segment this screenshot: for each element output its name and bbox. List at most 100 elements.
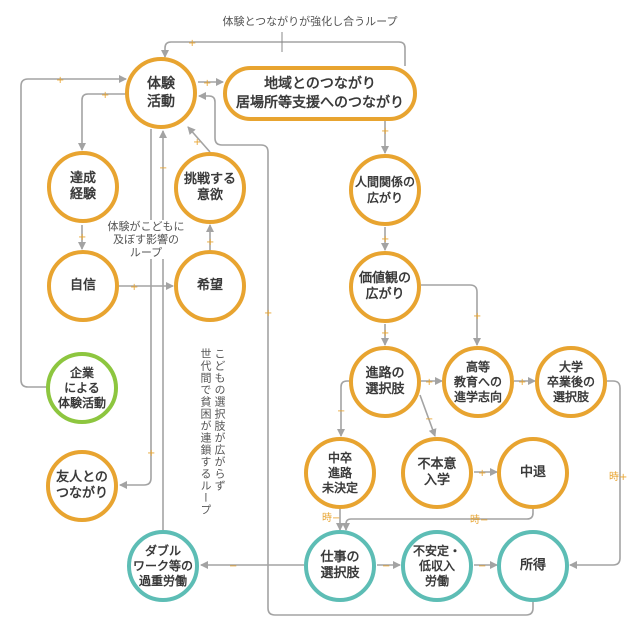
edge-sign: + [56,75,64,86]
edge-sign: + [130,282,138,293]
edge-sign: + [147,448,155,459]
edge-sign: 時− [470,514,488,526]
node-label: 進学志向 [453,389,502,404]
node-label: 活動 [147,94,175,110]
edge-sign: + [381,328,389,339]
node-label: 人間関係の [354,175,415,189]
edge-shigoto-fuantei: − [377,561,401,572]
node-label: 達成 [69,171,96,186]
node-label: 過重労働 [138,573,187,588]
node-label: 大学 [558,359,583,374]
node-shinro-sentakushi: 進路の選択肢 [349,346,421,418]
node-label: 挑戦する [183,172,236,187]
loop-label-line: 世代間で貧困が連鎖するループ [199,348,212,516]
edge-sign: + [478,468,486,479]
node-label: 不本意 [417,457,457,472]
node-label: つながり [55,486,108,501]
node-yujin-tsunagari: 友人とのつながり [46,450,118,522]
node-ningen-kankei: 人間関係の広がり [349,154,421,226]
edge-kachikan-shinro: + [381,324,389,346]
node-label: 広がり [366,191,403,205]
edge-sign: − [229,561,237,572]
edge-sign: + [381,126,389,137]
node-label: ワーク等の [132,558,193,573]
edge-fuantei-shotoku: − [474,561,498,572]
edge-chusotsu-shigoto: 時− [322,509,344,531]
edge-chutai-shigoto: 時− [342,509,534,531]
loop-label-poverty: こどもの選択肢が広がらず 世代間で貧困が連鎖するループ [198,348,226,528]
node-label: 広がり [365,287,405,302]
node-label: 仕事の [320,550,360,565]
edge-shinro-koto: + [421,377,443,388]
node-kigyo-taiken: 企業による体験活動 [46,352,118,424]
edge-sign: − [425,414,433,425]
node-label: 進路の [365,366,405,381]
edge-shinro-fuhon: − [419,394,437,437]
edge-chiiki-taiken: + [161,32,406,66]
edge-double-taiken: − [159,130,167,530]
edge-sign: + [473,311,481,322]
node-label: 自信 [69,278,96,293]
node-label: 希望 [196,278,223,293]
node-kibo: 希望 [174,250,246,322]
node-chiiki-tsunagari: 地域とのつながり居場所等支援へのつながり [223,66,417,121]
edge-sign: + [193,137,201,148]
node-label: 選択肢 [365,382,405,397]
node-label: 進路 [327,465,352,480]
edge-ningen-kachikan: + [381,227,389,251]
node-chosen-iyoku: 挑戦する意欲 [174,152,246,224]
edge-sign: + [425,377,433,388]
edge-sign: 時+ [609,471,627,483]
loop-label-line: 及ぼす影響の [113,233,179,246]
node-label: 経験 [69,187,96,202]
edge-chosen-taiken: + [187,126,211,153]
node-label: 中退 [519,465,546,480]
edge-sign: + [264,308,272,319]
edge-sign: + [203,78,211,89]
edge-sign: + [206,237,214,248]
node-label: による [64,380,100,395]
edge-sign: + [101,90,109,101]
loop-label-line: ループ [129,246,163,259]
edge-sign: − [478,561,486,572]
node-label: 体験 [147,76,175,92]
node-label: 中卒 [327,450,352,465]
edge-taiken-chiiki: + [198,78,224,89]
edge-shigoto-double: − [200,561,304,572]
edge-sign: + [78,232,86,243]
edge-sign: − [382,561,390,572]
node-kachikan: 価値観の広がり [349,251,421,323]
node-shotoku: 所得 [497,530,569,602]
node-label: 居場所等支援へのつながり [236,94,404,111]
node-double-work: ダブルワーク等の過重労働 [127,530,199,602]
node-fuhon-nyugaku: 不本意入学 [401,437,473,509]
edge-shinro-chusotsu: − [337,380,350,437]
node-daigaku-sotsugyo: 大学卒業後の選択肢 [535,346,607,418]
node-label: 地域とのつながり [264,75,376,92]
node-label: 低収入 [418,558,455,573]
node-label: 選択肢 [552,389,589,404]
node-label: 卒業後の [546,374,595,389]
loop-label-line: 体験がこどもに [107,220,185,233]
node-koto-kyoiku: 高等教育への進学志向 [442,346,514,418]
node-label: 企業 [69,365,94,380]
edge-sign: − [337,406,345,417]
node-label: 高等 [465,359,490,374]
edge-taiken-yujin: + [119,129,155,489]
node-label: 不安定・ [412,543,461,558]
edge-sign: + [381,234,389,245]
edge-sign: + [188,38,196,49]
edge-jishin-kibo: + [119,282,174,293]
node-label: 体験活動 [57,395,106,410]
loop-label-line: こどもの選択肢が広がらず [213,348,226,492]
edge-sign: − [159,163,167,174]
node-jishin: 自信 [47,250,119,322]
edge-sign: 時− [322,512,340,524]
edge-chiiki-ningen: + [381,121,389,154]
node-fuantei-rodo: 不安定・低収入労働 [401,530,473,602]
node-taiken-katsudo: 体験活動 [125,57,197,129]
node-label: 選択肢 [320,566,360,581]
node-chutai: 中退 [497,437,569,509]
edge-kibo-chosen: + [206,224,214,250]
node-chusotsu: 中卒進路未決定 [304,437,376,509]
